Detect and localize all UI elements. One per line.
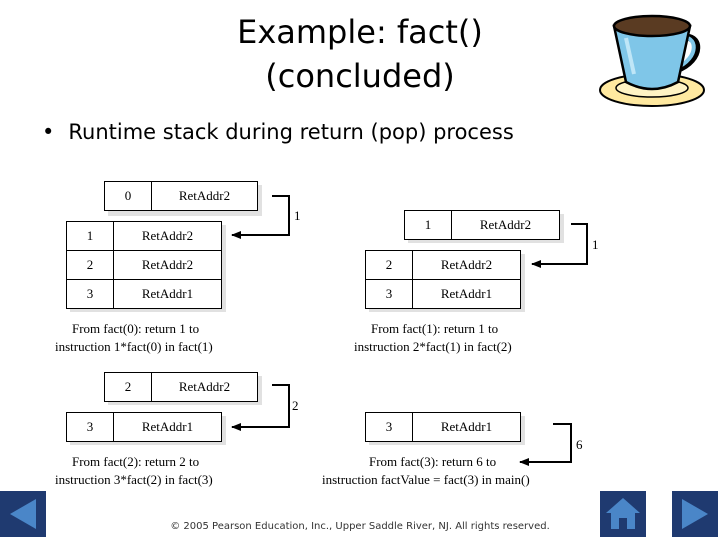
home-button[interactable]	[600, 491, 646, 537]
frame-value: 2	[66, 250, 114, 280]
triangle-left-icon	[10, 499, 36, 529]
arrow-panel-4	[519, 423, 572, 466]
caption: From fact(0): return 1 to instruction 1*…	[55, 320, 213, 356]
title-line-1: Example: fact()	[237, 13, 483, 51]
frame-address: RetAddr2	[451, 210, 560, 240]
slide-title: Example: fact() (concluded)	[160, 10, 560, 98]
caption-line-1: From fact(0): return 1 to	[72, 321, 200, 336]
frame-address: RetAddr1	[412, 279, 521, 309]
prev-slide-button[interactable]	[0, 491, 46, 537]
return-value-label: 1	[592, 237, 599, 252]
caption: From fact(1): return 1 to instruction 2*…	[354, 320, 512, 356]
caption-line-1: From fact(1): return 1 to	[371, 321, 499, 336]
caption-line-2: instruction factValue = fact(3) in main(…	[322, 472, 530, 487]
bullet-text: Runtime stack during return (pop) proces…	[68, 120, 514, 144]
frame-value: 3	[66, 279, 114, 309]
title-line-2: (concluded)	[265, 57, 455, 95]
caption-line-1: From fact(3): return 6 to	[369, 454, 497, 469]
frame-value: 3	[66, 412, 114, 442]
frame-address: RetAddr1	[113, 412, 222, 442]
caption: From fact(3): return 6 to instruction fa…	[322, 453, 530, 489]
frame-value: 1	[404, 210, 452, 240]
coffee-cup-icon	[599, 14, 705, 107]
caption-line-1: From fact(2): return 2 to	[72, 454, 200, 469]
frame-value: 1	[66, 221, 114, 251]
frame-value: 2	[365, 250, 413, 280]
frame-value: 0	[104, 181, 152, 211]
caption-line-2: instruction 2*fact(1) in fact(2)	[354, 339, 512, 354]
caption: From fact(2): return 2 to instruction 3*…	[55, 453, 213, 489]
frame-address: RetAddr2	[151, 181, 258, 211]
arrow-panel-1	[231, 195, 290, 239]
arrow-panel-2	[531, 223, 588, 268]
frame-value: 3	[365, 412, 413, 442]
frame-value: 2	[104, 372, 152, 402]
return-value-label: 1	[294, 208, 301, 223]
frame-address: RetAddr2	[412, 250, 521, 280]
frame-value: 3	[365, 279, 413, 309]
next-slide-button[interactable]	[672, 491, 718, 537]
frame-address: RetAddr2	[113, 250, 222, 280]
bullet-point: • Runtime stack during return (pop) proce…	[42, 120, 514, 144]
copyright-footer: © 2005 Pearson Education, Inc., Upper Sa…	[170, 521, 550, 532]
frame-address: RetAddr1	[412, 412, 521, 442]
bullet-glyph: •	[42, 120, 55, 144]
arrow-panel-3	[231, 384, 290, 431]
caption-line-2: instruction 3*fact(2) in fact(3)	[55, 472, 213, 487]
frame-address: RetAddr1	[113, 279, 222, 309]
return-value-label: 6	[576, 437, 583, 452]
triangle-right-icon	[682, 499, 708, 529]
frame-address: RetAddr2	[113, 221, 222, 251]
frame-address: RetAddr2	[151, 372, 258, 402]
caption-line-2: instruction 1*fact(0) in fact(1)	[55, 339, 213, 354]
return-value-label: 2	[292, 398, 299, 413]
house-icon	[606, 498, 640, 529]
